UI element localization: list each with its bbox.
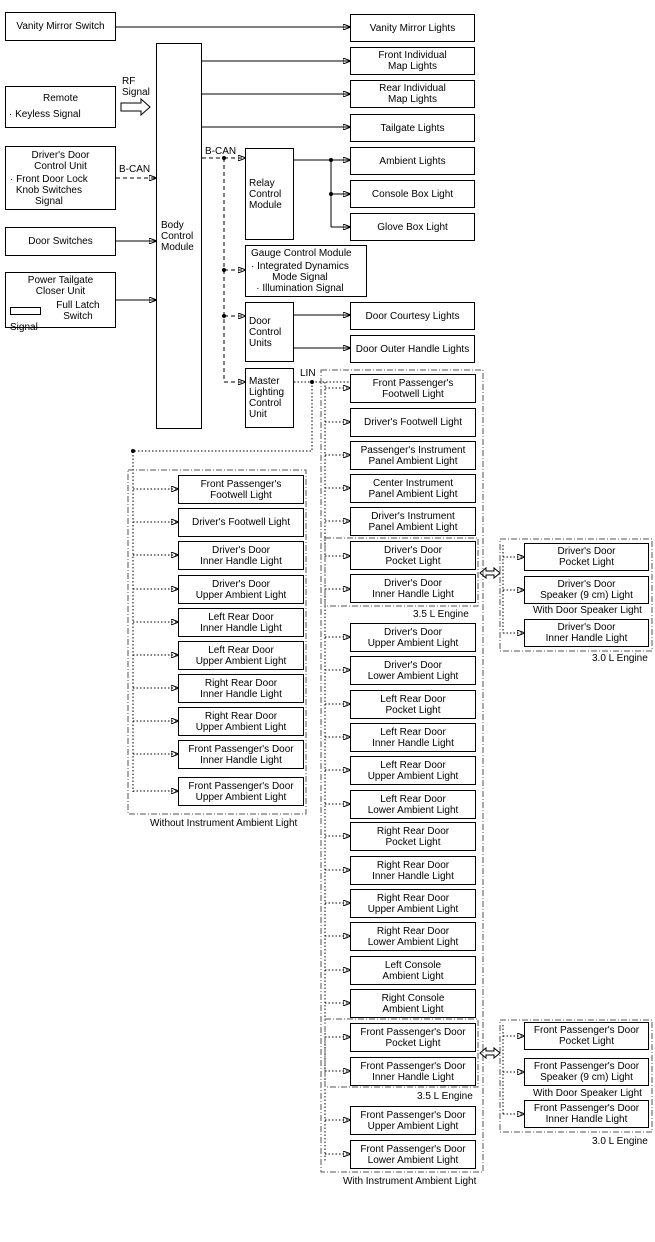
rf-signal-arrow [120, 97, 151, 117]
lin-label: LIN [300, 368, 316, 379]
passenger-35-frame [324, 1018, 479, 1088]
engine-35-label-passenger: 3.5 L Engine [417, 1091, 473, 1102]
with-item: Center Instrument Panel Ambient Light [350, 474, 476, 503]
full-latch-signal-label: Signal [10, 322, 38, 333]
without-item: Right Rear Door Upper Ambient Light [178, 707, 304, 736]
door-control-title: Driver's Door Control Unit [31, 150, 90, 172]
with-item: Driver's Door Inner Handle Light [350, 574, 476, 603]
power-tailgate-closer-unit: Power Tailgate Closer Unit Full Latch Sw… [5, 272, 116, 333]
drivers-door-control-unit: Driver's Door Control Unit · Front Door … [5, 146, 116, 210]
with-item: Left Rear Door Lower Ambient Light [350, 790, 476, 819]
engine-35-label-driver: 3.5 L Engine [413, 609, 469, 620]
junction-dot [329, 192, 333, 196]
rear-map-lights: Rear Individual Map Lights [350, 80, 475, 108]
with-item: Driver's Door Upper Ambient Light [350, 623, 476, 652]
alt-driver-item: Driver's Door Speaker (9 cm) Light [524, 576, 649, 604]
alternative-arrow-passenger [479, 1046, 501, 1060]
with-item: Driver's Door Pocket Light [350, 541, 476, 570]
without-item: Front Passenger's Footwell Light [178, 475, 304, 504]
without-item: Driver's Footwell Light [178, 508, 304, 537]
tailgate-title: Power Tailgate Closer Unit [27, 275, 94, 297]
rf-signal-label: RF Signal [122, 76, 150, 98]
lin-rail-without [132, 382, 313, 792]
without-item: Right Rear Door Inner Handle Light [178, 674, 304, 703]
gauge-title: Gauge Control Module [251, 248, 352, 259]
with-item: Left Rear Door Inner Handle Light [350, 723, 476, 752]
with-item: Driver's Door Lower Ambient Light [350, 656, 476, 685]
with-item: Front Passenger's Door Lower Ambient Lig… [350, 1140, 476, 1169]
full-latch-label: Full Latch Switch [56, 300, 100, 322]
alt-driver-item: Driver's Door Inner Handle Light [524, 619, 649, 647]
with-item: Passenger's Instrument Panel Ambient Lig… [350, 441, 476, 470]
vanity-mirror-lights: Vanity Mirror Lights [350, 14, 475, 42]
without-item: Front Passenger's Door Inner Handle Ligh… [178, 740, 304, 769]
switch-symbol-icon [10, 307, 41, 315]
lock-knob-signal-label: · Front Door Lock Knob Switches Signal [10, 174, 88, 207]
glove-box-light: Glove Box Light [350, 213, 475, 241]
with-item: Driver's Instrument Panel Ambient Light [350, 507, 476, 536]
master-lighting-control-unit: Master Lighting Control Unit [245, 368, 294, 428]
without-item: Front Passenger's Door Upper Ambient Lig… [178, 777, 304, 806]
engine-30-label-driver: 3.0 L Engine [592, 653, 648, 664]
with-item: Right Rear Door Upper Ambient Light [350, 889, 476, 918]
with-speaker-label-driver: With Door Speaker Light [533, 605, 642, 616]
door-courtesy-lights: Door Courtesy Lights [350, 302, 475, 330]
with-item: Front Passenger's Footwell Light [350, 374, 476, 403]
gauge-signals-label: · Integrated Dynamics Mode Signal · Illu… [251, 261, 349, 294]
junction-dot [329, 158, 333, 162]
with-item: Left Rear Door Pocket Light [350, 690, 476, 719]
ambient-lights: Ambient Lights [350, 147, 475, 175]
door-switches: Door Switches [5, 227, 116, 256]
with-item: Front Passenger's Door Inner Handle Ligh… [350, 1057, 476, 1086]
full-latch-row: Full Latch Switch [10, 300, 111, 322]
junction-dot [131, 449, 135, 453]
alt-passenger-item: Front Passenger's Door Inner Handle Ligh… [524, 1100, 649, 1128]
tailgate-lights: Tailgate Lights [350, 114, 475, 142]
without-item: Driver's Door Upper Ambient Light [178, 575, 304, 604]
alt-passenger-item: Front Passenger's Door Speaker (9 cm) Li… [524, 1058, 649, 1086]
with-item: Front Passenger's Door Pocket Light [350, 1023, 476, 1052]
bcan-left-label: B-CAN [119, 164, 151, 175]
with-item: Left Rear Door Upper Ambient Light [350, 756, 476, 785]
without-item: Driver's Door Inner Handle Light [178, 541, 304, 570]
remote-title: Remote [42, 93, 78, 104]
engine-30-label-passenger: 3.0 L Engine [592, 1136, 648, 1147]
with-item: Right Rear Door Inner Handle Light [350, 856, 476, 885]
bcan-right-label: B-CAN [205, 146, 237, 157]
door-outer-handle-lights: Door Outer Handle Lights [350, 335, 475, 363]
keyless-signal-label: · Keyless Signal [9, 109, 81, 120]
body-control-module: Body Control Module [156, 43, 202, 429]
without-caption: Without Instrument Ambient Light [150, 818, 298, 829]
with-group-frame [320, 369, 484, 1173]
alt-passenger-item: Front Passenger's Door Pocket Light [524, 1022, 649, 1050]
front-map-lights: Front Individual Map Lights [350, 47, 475, 75]
driver-35-frame [324, 537, 479, 607]
with-item: Driver's Footwell Light [350, 408, 476, 437]
with-item: Right Rear Door Lower Ambient Light [350, 922, 476, 951]
console-box-light: Console Box Light [350, 180, 475, 208]
relay-control-module: Relay Control Module [245, 148, 294, 240]
alternative-arrow-driver [479, 566, 501, 580]
with-item: Front Passenger's Door Upper Ambient Lig… [350, 1106, 476, 1135]
alt-driver-item: Driver's Door Pocket Light [524, 543, 649, 571]
junction-dot [222, 268, 226, 272]
without-item: Left Rear Door Upper Ambient Light [178, 641, 304, 670]
gauge-control-module: Gauge Control Module · Integrated Dynami… [245, 245, 367, 297]
with-speaker-label-passenger: With Door Speaker Light [533, 1088, 642, 1099]
door-control-units: Door Control Units [245, 302, 294, 362]
without-group-frame [127, 469, 307, 815]
without-item: Left Rear Door Inner Handle Light [178, 608, 304, 637]
remote-box: Remote · Keyless Signal [5, 86, 116, 128]
with-item: Right Console Ambient Light [350, 989, 476, 1018]
junction-dot [222, 314, 226, 318]
with-item: Right Rear Door Pocket Light [350, 822, 476, 851]
with-item: Left Console Ambient Light [350, 956, 476, 985]
with-caption: With Instrument Ambient Light [343, 1176, 477, 1187]
vanity-mirror-switch: Vanity Mirror Switch [5, 12, 116, 41]
